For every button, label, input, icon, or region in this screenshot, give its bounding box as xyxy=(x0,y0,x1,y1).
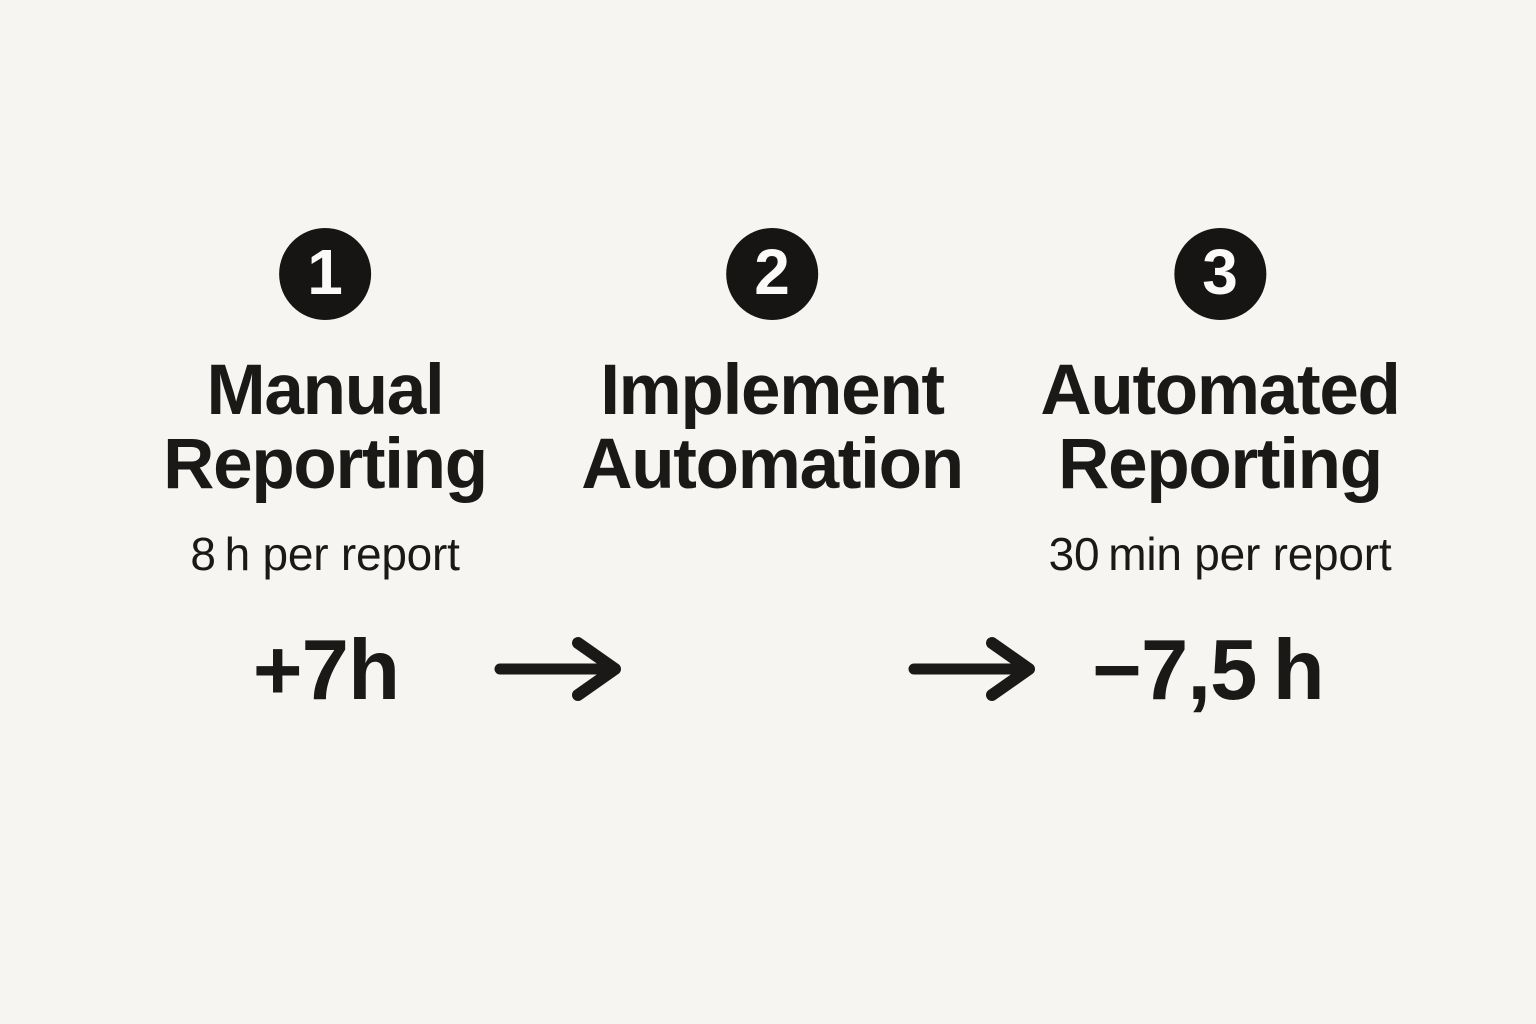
step-1-number: 1 xyxy=(307,236,343,308)
step-1-subtitle: 8 h per report xyxy=(190,528,460,580)
metric-saved-hours: −7,5 h xyxy=(1092,623,1324,718)
step-automated-reporting: 3 Automated Reporting 30 min per report xyxy=(1040,228,1401,580)
step-3-title: Automated Reporting xyxy=(1040,351,1401,504)
step-implement-automation: 2 Implement Automation xyxy=(581,228,964,504)
step-2-title: Implement Automation xyxy=(581,351,964,504)
step-1-title: Manual Reporting xyxy=(163,351,488,504)
step-3-number: 3 xyxy=(1202,236,1238,308)
metric-added-hours: +7h xyxy=(252,623,400,718)
step-manual-reporting: 1 Manual Reporting 8 h per report xyxy=(163,228,488,580)
step-1-badge: 1 xyxy=(279,228,371,320)
step-3-badge: 3 xyxy=(1174,228,1266,320)
step-2-number: 2 xyxy=(754,236,790,308)
step-3-subtitle: 30 min per report xyxy=(1048,528,1392,580)
arrow-right-icon xyxy=(908,636,1036,702)
arrow-right-icon xyxy=(494,636,622,702)
step-2-badge: 2 xyxy=(725,228,818,320)
